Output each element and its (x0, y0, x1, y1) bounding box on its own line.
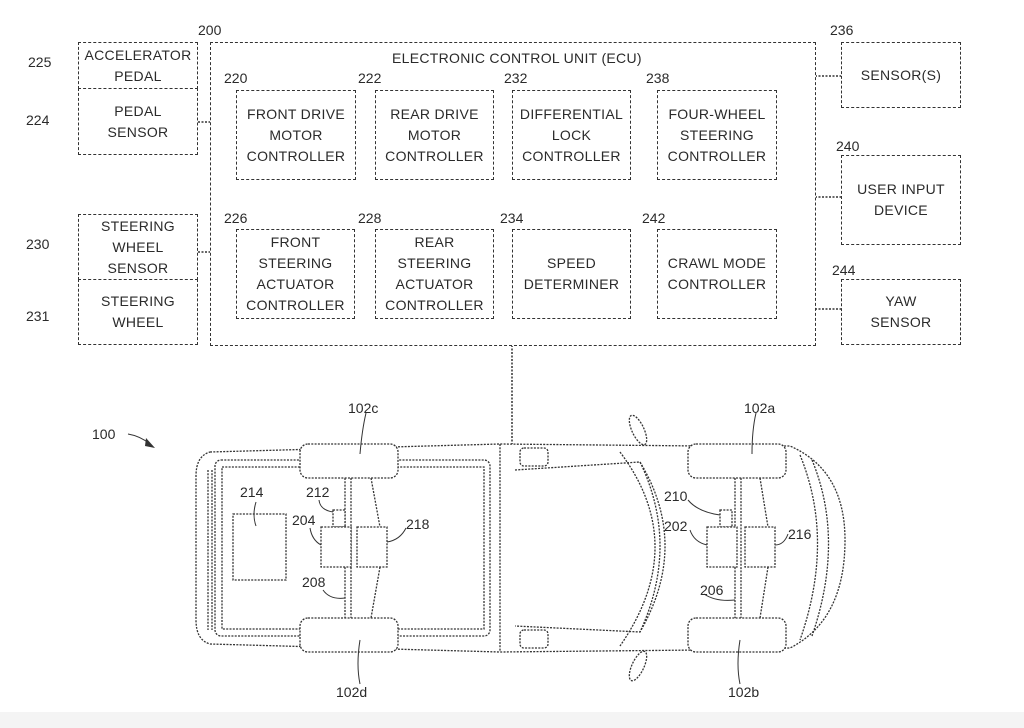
speed-determiner: SPEED DETERMINER (512, 229, 631, 319)
front-steering-actuator-216 (744, 526, 776, 568)
ref-232: 232 (504, 70, 528, 86)
yaw-sensor-block: YAW SENSOR (841, 279, 961, 345)
rear-steering-actuator-218 (356, 526, 388, 568)
battery-214 (232, 513, 287, 581)
ref-230: 230 (26, 236, 50, 252)
block-label: REAR STEERING ACTUATOR CONTROLLER (385, 234, 484, 313)
label-202: 202 (664, 518, 688, 534)
block-label: CRAWL MODE CONTROLLER (667, 255, 767, 292)
ecu-title: ELECTRONIC CONTROL UNIT (ECU) (392, 50, 642, 66)
ref-228: 228 (358, 210, 382, 226)
wheel-102c (299, 443, 399, 479)
label-210: 210 (664, 488, 688, 504)
wheel-102a (687, 443, 787, 479)
ref-224: 224 (26, 112, 50, 128)
block-label: FRONT DRIVE MOTOR CONTROLLER (246, 105, 346, 164)
label-218: 218 (406, 516, 430, 532)
front-steering-actuator-controller: FRONT STEERING ACTUATOR CONTROLLER (236, 229, 355, 319)
block-label: REAR DRIVE MOTOR CONTROLLER (385, 105, 484, 164)
sensors-block: SENSOR(S) (841, 42, 961, 108)
ref-238: 238 (646, 70, 670, 86)
ref-226: 226 (224, 210, 248, 226)
label-214: 214 (240, 484, 264, 500)
pedal-sensor-block: PEDAL SENSOR (78, 88, 198, 155)
user-input-device-block: USER INPUT DEVICE (841, 155, 961, 245)
wheel-label-102a: 102a (744, 400, 776, 416)
block-label: SPEED DETERMINER (523, 255, 620, 292)
wheel-102b (687, 617, 787, 653)
block-label: ACCELERATOR PEDAL (84, 46, 192, 84)
bottom-margin (0, 712, 1024, 728)
front-sensor-210 (719, 509, 733, 528)
wheel-label-102c: 102c (348, 400, 379, 416)
ref-236: 236 (830, 22, 854, 38)
rear-steering-actuator-controller: REAR STEERING ACTUATOR CONTROLLER (375, 229, 494, 319)
differential-lock-controller: DIFFERENTIAL LOCK CONTROLLER (512, 90, 631, 180)
ref-231: 231 (26, 308, 50, 324)
block-label: STEERING WHEEL SENSOR (101, 217, 175, 276)
rear-motor-204 (320, 526, 352, 568)
front-motor-202 (706, 526, 738, 568)
arrow-icon (145, 438, 155, 448)
ref-225: 225 (28, 54, 52, 70)
label-216: 216 (788, 526, 812, 542)
rear-drive-motor-controller: REAR DRIVE MOTOR CONTROLLER (375, 90, 494, 180)
block-label: SENSOR(S) (860, 66, 942, 83)
vehicle-ref: 100 (92, 426, 116, 442)
block-label: DIFFERENTIAL LOCK CONTROLLER (519, 105, 624, 164)
rear-sensor-212 (332, 509, 346, 528)
wheel-label-102d: 102d (336, 684, 368, 700)
block-label: PEDAL SENSOR (107, 102, 169, 140)
ref-244: 244 (832, 262, 856, 278)
ecu-ref: 200 (198, 22, 222, 38)
label-204: 204 (292, 512, 316, 528)
crawl-mode-controller: CRAWL MODE CONTROLLER (657, 229, 777, 319)
vehicle-body (195, 414, 846, 682)
label-212: 212 (306, 484, 330, 500)
label-208: 208 (302, 574, 326, 590)
steering-wheel-sensor-block: STEERING WHEEL SENSOR (78, 214, 198, 280)
steering-wheel-block: STEERING WHEEL (78, 279, 198, 345)
ref-242: 242 (642, 210, 666, 226)
block-label: YAW SENSOR (870, 293, 932, 330)
block-label: USER INPUT DEVICE (857, 181, 945, 218)
label-206: 206 (700, 582, 724, 598)
wheel-label-102b: 102b (728, 684, 760, 700)
four-wheel-steering-controller: FOUR-WHEEL STEERING CONTROLLER (657, 90, 777, 180)
block-label: STEERING WHEEL (101, 293, 175, 330)
block-label: FOUR-WHEEL STEERING CONTROLLER (667, 105, 767, 164)
ref-240: 240 (836, 138, 860, 154)
block-label: FRONT STEERING ACTUATOR CONTROLLER (246, 234, 345, 313)
accelerator-pedal-block: ACCELERATOR PEDAL (78, 42, 198, 89)
ref-234: 234 (500, 210, 524, 226)
ref-220: 220 (224, 70, 248, 86)
front-drive-motor-controller: FRONT DRIVE MOTOR CONTROLLER (236, 90, 356, 180)
wheel-102d (299, 617, 399, 653)
ref-222: 222 (358, 70, 382, 86)
